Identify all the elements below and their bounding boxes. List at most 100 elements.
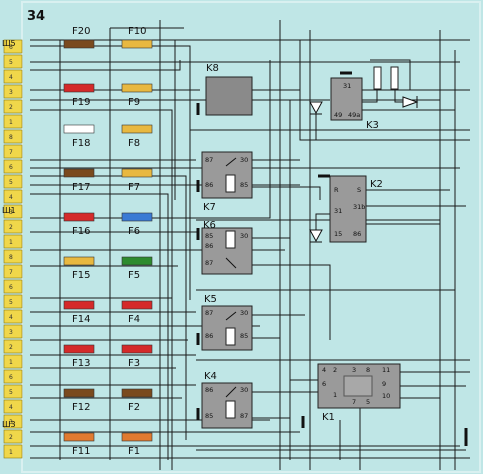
relay-k3-pin: 31 bbox=[343, 82, 351, 90]
connector-pin-number: 5 bbox=[9, 59, 13, 66]
connector-pin-number: 1 bbox=[9, 449, 13, 456]
fuse-f7 bbox=[121, 168, 153, 178]
relay-k1-pin: 6 bbox=[322, 380, 326, 388]
connector-pin bbox=[3, 309, 23, 324]
connector-pin-number: 3 bbox=[9, 329, 13, 336]
fuse-f19 bbox=[63, 83, 95, 93]
fuse-label: F12 bbox=[72, 402, 90, 413]
fuse-label: F2 bbox=[128, 402, 140, 413]
relay-k8-body bbox=[205, 76, 253, 116]
relay-k4-pin: 87 bbox=[240, 412, 248, 420]
fuse-f16 bbox=[63, 212, 95, 222]
relay-k7-pin: 30 bbox=[240, 156, 248, 164]
connector-pin-number: 3 bbox=[9, 89, 13, 96]
fuse-f1 bbox=[121, 432, 153, 442]
relay-k6-pin: 85 bbox=[205, 232, 213, 240]
fuse-label: F3 bbox=[128, 358, 140, 369]
relay-k1-pin: 7 bbox=[352, 398, 356, 406]
relay-k4-pin: 30 bbox=[240, 386, 248, 394]
relay-k2: R S 31 31b 15 86 K2 bbox=[309, 174, 383, 243]
connector-pin bbox=[3, 444, 23, 459]
relay-k6-coil bbox=[225, 230, 236, 249]
connector-pin-number: 5 bbox=[9, 299, 13, 306]
connector-pin-number: 2 bbox=[9, 224, 13, 231]
wire bbox=[394, 89, 404, 103]
fuse-label: F18 bbox=[72, 138, 90, 149]
relay-k1-label: K1 bbox=[322, 412, 335, 423]
fuse-label: F19 bbox=[72, 97, 90, 108]
connector-pin bbox=[3, 99, 23, 114]
fuse-label: F6 bbox=[128, 226, 140, 237]
wire bbox=[299, 40, 470, 141]
connector-pin bbox=[3, 339, 23, 354]
relay-k6-contact bbox=[225, 257, 237, 269]
relay-k7-pin: 85 bbox=[240, 181, 248, 189]
relay-k5-pin: 85 bbox=[240, 332, 248, 340]
fuse-label: F17 bbox=[72, 182, 90, 193]
relay-k5-contact bbox=[225, 311, 237, 321]
relay-k1-pin: 1 bbox=[333, 391, 337, 399]
relay-k2-pin: 31 bbox=[334, 207, 342, 215]
relay-k1-pin: 4 bbox=[322, 366, 326, 374]
connector-pin-number: 3 bbox=[9, 209, 13, 216]
relay-k3-pin: 49 bbox=[334, 111, 342, 119]
fuse-label: F10 bbox=[128, 26, 146, 37]
connector-pin-number: 1 bbox=[9, 119, 13, 126]
connector-pin bbox=[3, 204, 23, 219]
diode-icon bbox=[309, 101, 323, 115]
page-number: 34 bbox=[27, 9, 45, 24]
fuse-f11 bbox=[63, 432, 95, 442]
fuse-label: F20 bbox=[72, 26, 90, 37]
relay-k5-label: K5 bbox=[204, 294, 217, 305]
connector-pin bbox=[3, 174, 23, 189]
relay-k4-pin: 85 bbox=[205, 412, 213, 420]
connector-pin-number: 7 bbox=[9, 269, 13, 276]
connector-pin-number: 6 bbox=[9, 284, 13, 291]
wire bbox=[315, 213, 330, 230]
relay-k7-pin: 86 bbox=[205, 181, 213, 189]
relay-k1-pin: 3 bbox=[352, 366, 356, 374]
relay-k6-label: K6 bbox=[203, 220, 216, 231]
relay-k3: 31 49 49a K3 bbox=[309, 66, 419, 131]
connector-pin bbox=[3, 249, 23, 264]
connector-label-sh5: Ш5 bbox=[2, 39, 16, 48]
fuse-f18 bbox=[63, 124, 95, 134]
relay-k8-label: K8 bbox=[206, 63, 219, 74]
relay-k7-label: K7 bbox=[203, 202, 216, 213]
diode-icon bbox=[402, 96, 419, 108]
fuse-f20 bbox=[63, 39, 95, 49]
fuse-label: F14 bbox=[72, 314, 90, 325]
fuse-f12 bbox=[63, 388, 95, 398]
relay-k2-body bbox=[329, 175, 367, 243]
connector-pin-number: 6 bbox=[9, 44, 13, 51]
wire bbox=[252, 60, 301, 91]
fuse-label: F16 bbox=[72, 226, 90, 237]
connector-pin bbox=[3, 159, 23, 174]
diode-icon bbox=[309, 229, 323, 243]
fuse-f14 bbox=[63, 300, 95, 310]
relay-k1-pin: 5 bbox=[366, 398, 370, 406]
wire-traces bbox=[30, 20, 470, 470]
resistor-icon bbox=[373, 66, 382, 90]
relay-k1-core bbox=[343, 375, 373, 397]
connector-pin bbox=[3, 144, 23, 159]
connector-pin bbox=[3, 264, 23, 279]
fuse-label: F13 bbox=[72, 358, 90, 369]
relay-k1: 4 2 3 8 11 6 9 1 7 5 10 K1 bbox=[301, 363, 468, 446]
relay-k6: 85 30 86 87 K6 bbox=[196, 220, 253, 275]
relay-k2-pin: S bbox=[357, 186, 361, 194]
connector-pin bbox=[3, 399, 23, 414]
connector-pin bbox=[3, 219, 23, 234]
connector-pin-number: 5 bbox=[9, 389, 13, 396]
connector-pin-number: 4 bbox=[9, 74, 13, 81]
relay-k1-pin: 8 bbox=[366, 366, 370, 374]
connector-pin-number: 4 bbox=[9, 194, 13, 201]
connector-pin bbox=[3, 84, 23, 99]
fuse-label: F4 bbox=[128, 314, 140, 325]
connector-pin-number: 2 bbox=[9, 344, 13, 351]
connector-pin bbox=[3, 54, 23, 69]
relay-k2-pin: 31b bbox=[353, 203, 365, 211]
fuse-label: F5 bbox=[128, 270, 140, 281]
relay-k2-pin: R bbox=[334, 186, 339, 194]
